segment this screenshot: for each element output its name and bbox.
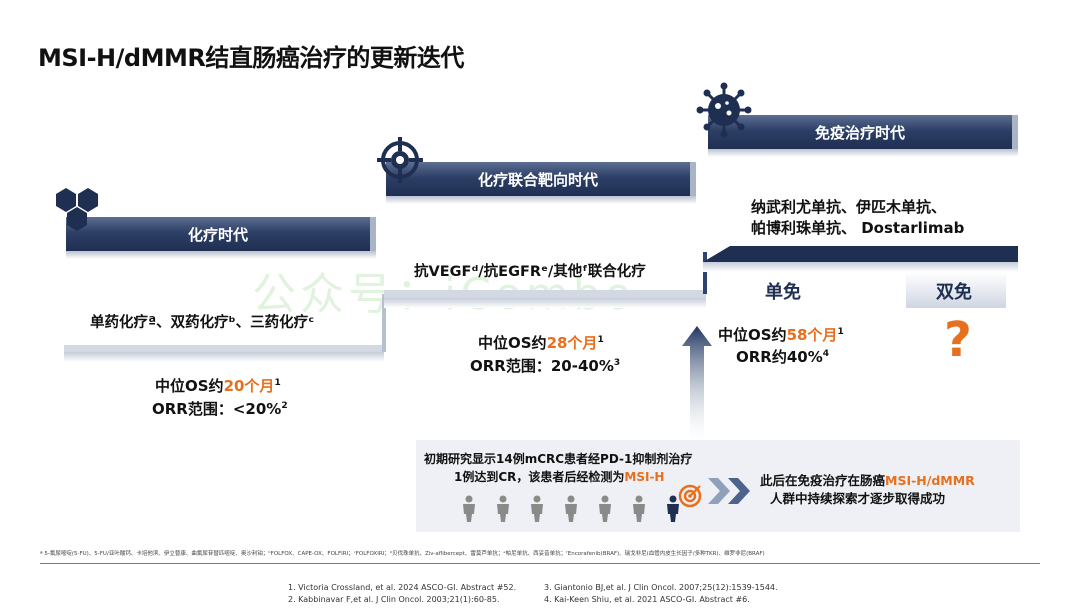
immuno-drugs-line2: 帕博利珠单抗、 Dostarlimab xyxy=(751,219,965,237)
immuno-orr: ORR约40%4 xyxy=(736,346,829,367)
target-icon xyxy=(377,137,423,183)
bullseye-icon xyxy=(678,484,702,508)
banner-immuno-era: 免疫治疗时代 xyxy=(708,115,1018,157)
chemo-os-value: 20个月 xyxy=(223,377,275,395)
person-icon-highlighted xyxy=(667,495,679,522)
chemo-regimen: 单药化疗ª、双药化疗ᵇ、三药化疗ᶜ xyxy=(90,311,314,332)
step-targeted xyxy=(384,290,706,298)
dual-immuno-box xyxy=(906,272,1006,308)
up-arrow xyxy=(682,326,712,440)
banner-immuno-label: 免疫治疗时代 xyxy=(814,123,905,142)
bottom-right-line2: 人群中持续探索才逐步取得成功 xyxy=(770,491,946,506)
bottom-left-line1: 初期研究显示14例mCRC患者经PD-1抑制剂治疗 xyxy=(424,452,693,466)
step-targeted-shade xyxy=(384,298,706,308)
patient-icons xyxy=(460,495,682,523)
bottom-right-line1-highlight: MSI-H/dMMR xyxy=(885,473,975,488)
immuno-drugs-line1: 纳武利尤单抗、伊匹木单抗、 xyxy=(751,198,947,216)
bottom-right-line1: 此后在免疫治疗在肠癌MSI-H/dMMR xyxy=(760,470,975,489)
banner-targeted-label: 化疗联合靶向时代 xyxy=(477,170,598,189)
targeted-orr: ORR范围：20-40%3 xyxy=(470,355,620,376)
chemo-orr-text: ORR范围：<20% xyxy=(152,400,282,418)
reference-item: 2. Kabbinavar F,et al. J Clin Oncol. 200… xyxy=(288,595,500,604)
immuno-orr-ref: 4 xyxy=(822,349,830,359)
molecule-icon xyxy=(56,188,98,231)
abbreviation-footnote: ª 5-氟尿嘧啶(5-FU)、5-FU/亚叶酸钙、卡培他滨、伊立替康、曲氟尿苷替… xyxy=(40,551,765,557)
chemo-orr: ORR范围：<20%2 xyxy=(152,398,288,419)
reference-item: 3. Giantonio BJ,et al. J Clin Oncol. 200… xyxy=(544,583,778,592)
targeted-orr-ref: 3 xyxy=(613,358,621,368)
step-chemo-shade xyxy=(64,352,384,362)
step-immuno-shade xyxy=(703,262,1018,272)
person-icon xyxy=(599,495,611,522)
riser-2 xyxy=(703,252,707,294)
person-icon xyxy=(565,495,577,522)
targeted-os-prefix: 中位OS约 xyxy=(478,334,547,352)
reference-item: 4. Kai-Keen Shiu, et al. 2021 ASCO-GI. A… xyxy=(544,595,750,604)
riser-1 xyxy=(382,294,386,352)
targeted-orr-text: ORR范围：20-40% xyxy=(470,357,614,375)
references-col-2: 3. Giantonio BJ,et al. J Clin Oncol. 200… xyxy=(544,582,778,606)
immuno-orr-text: ORR约40% xyxy=(736,348,823,366)
mono-immuno-label: 单免 xyxy=(765,282,801,303)
immuno-os-value: 58个月 xyxy=(786,326,838,344)
step-immuno xyxy=(703,246,1018,262)
banner-chemo-label: 化疗时代 xyxy=(187,225,248,244)
person-icon xyxy=(497,495,509,522)
chevron-right-icon xyxy=(708,478,750,504)
reference-item: 1. Victoria Crossland, et al. 2024 ASCO-… xyxy=(288,583,517,592)
chemo-orr-ref: 2 xyxy=(281,401,288,411)
dual-immuno-label: 双免 xyxy=(936,282,972,303)
page-title: MSI-H/dMMR结直肠癌治疗的更新迭代 xyxy=(38,44,464,72)
person-icon xyxy=(531,495,543,522)
person-icon xyxy=(463,495,475,522)
immuno-os: 中位OS约58个月1 xyxy=(718,324,844,345)
targeted-regimen-text: 抗VEGFᵈ/抗EGFRᵉ/其他ᶠ联合化疗 xyxy=(414,264,646,280)
banner-chemo-era: 化疗时代 xyxy=(66,217,376,259)
banner-targeted-era: 化疗联合靶向时代 xyxy=(386,162,696,204)
bottom-right-line1-text: 此后在免疫治疗在肠癌 xyxy=(760,473,886,488)
chemo-regimen-text: 单药化疗ª、双药化疗ᵇ、三药化疗ᶜ xyxy=(90,315,315,331)
bottom-left-line2-text: 1例达到CR，该患者后经检测为 xyxy=(454,470,625,484)
chemo-os-prefix: 中位OS约 xyxy=(155,377,224,395)
immuno-os-prefix: 中位OS约 xyxy=(718,326,787,344)
targeted-os: 中位OS约28个月1 xyxy=(478,332,604,353)
step-chemo xyxy=(64,345,384,352)
virus-icon xyxy=(696,82,752,138)
divider xyxy=(40,563,1040,564)
chemo-os: 中位OS约20个月1 xyxy=(155,375,281,396)
references-col-1: 1. Victoria Crossland, et al. 2024 ASCO-… xyxy=(288,582,516,606)
chemo-os-ref: 1 xyxy=(274,378,281,388)
immuno-os-ref: 1 xyxy=(837,327,844,337)
question-mark: ? xyxy=(944,312,972,368)
person-icon xyxy=(633,495,645,522)
targeted-os-value: 28个月 xyxy=(546,334,598,352)
bottom-left-line2-highlight: MSI-H xyxy=(624,470,665,484)
bottom-left-line2: 1例达到CR，该患者后经检测为MSI-H xyxy=(454,468,664,485)
targeted-os-ref: 1 xyxy=(597,335,604,345)
targeted-regimen: 抗VEGFᵈ/抗EGFRᵉ/其他ᶠ联合化疗 xyxy=(414,260,646,281)
